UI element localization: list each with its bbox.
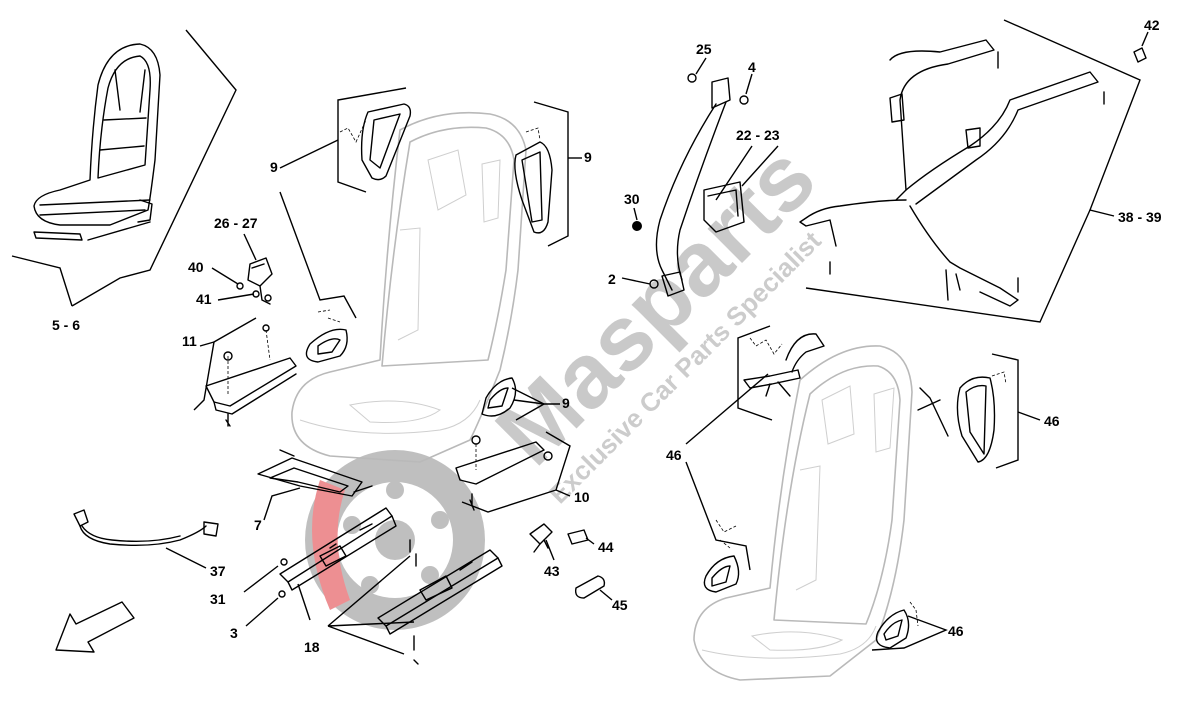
leader-18-d [327, 625, 405, 655]
trim-pad-upper-right [514, 127, 553, 234]
leader-46-left [685, 373, 769, 445]
leader-43 [545, 539, 555, 561]
mounting-bracket-10 [455, 435, 553, 511]
trim-pad-46-right [917, 371, 1007, 463]
callout-25: 25 [696, 41, 712, 57]
bracket-46-right [991, 353, 1019, 469]
leader-18-b [327, 555, 411, 627]
front-direction-arrow [55, 601, 135, 653]
leader-18-a [297, 583, 311, 621]
clip-44 [567, 529, 589, 545]
sleeve-45 [574, 575, 606, 599]
cap-30 [632, 221, 642, 231]
callout-30: 30 [624, 191, 640, 207]
leader-42 [1141, 31, 1149, 47]
callout-9-lower: 9 [562, 395, 570, 411]
key-43 [529, 523, 553, 553]
callout-10: 10 [574, 489, 590, 505]
leader-22-23 [741, 145, 779, 187]
leader-22-23-b [715, 145, 753, 201]
seat-assembly-small [33, 43, 161, 241]
leader-7 [263, 487, 301, 521]
washer-3 [278, 590, 286, 598]
harness-guide-46 [743, 333, 825, 397]
callout-9-right: 9 [584, 149, 592, 165]
bracket-46-bottom [871, 615, 948, 651]
trim-pad-side-left [305, 309, 348, 363]
callout-4: 4 [748, 59, 756, 75]
trim-pad-46-left [703, 519, 740, 593]
bracket-9-right [533, 101, 569, 247]
callout-18: 18 [304, 639, 320, 655]
rail-bolts [409, 539, 419, 665]
leader-4 [745, 73, 753, 95]
leader-2 [621, 277, 651, 285]
leader-18-c [327, 621, 415, 627]
leader-41 [217, 293, 255, 301]
bolt-31 [280, 558, 288, 566]
callout-44: 44 [598, 539, 614, 555]
watermark-brand: Masparts [477, 126, 835, 484]
trim-pad-lower [481, 377, 517, 417]
callout-40: 40 [188, 259, 204, 275]
watermark-logo [305, 450, 485, 630]
leader-9-lower-b [511, 387, 546, 421]
bracket-46-left [685, 461, 751, 571]
callout-9-left: 9 [270, 159, 278, 175]
callout-45: 45 [612, 597, 628, 613]
trim-pad-upper-left [339, 103, 412, 181]
callout-5-6: 5 - 6 [52, 317, 80, 333]
callout-37: 37 [210, 563, 226, 579]
callout-31: 31 [210, 591, 226, 607]
belt-buckle-26-27 [236, 257, 273, 305]
leader-9-left [279, 139, 339, 169]
seat-frame-7 [257, 449, 373, 497]
leader-5-6-b [11, 255, 73, 307]
leader-45 [599, 589, 613, 601]
bracket-9-side [279, 191, 357, 319]
leader-26-27 [243, 233, 257, 261]
callout-26-27: 26 - 27 [214, 215, 258, 231]
leader-31 [243, 565, 279, 593]
leader-37 [165, 547, 207, 569]
callout-3: 3 [230, 625, 238, 641]
bracket-38-39 [1003, 19, 1141, 217]
bracket-38-39-b [805, 209, 1091, 323]
seat-shell-left [291, 111, 527, 463]
seat-shell-right [693, 345, 913, 681]
callout-46-bottom: 46 [948, 623, 964, 639]
callout-41: 41 [196, 291, 212, 307]
trim-pad-46-bottom [875, 601, 919, 649]
callout-43: 43 [544, 563, 560, 579]
leader-10 [555, 489, 571, 497]
leader-40 [211, 267, 239, 285]
leader-25 [695, 57, 707, 75]
leader-30 [633, 207, 638, 221]
callout-42: 42 [1144, 17, 1160, 33]
bracket-9-left [337, 87, 407, 193]
racing-harness-38-39 [799, 39, 1147, 307]
callout-22-23: 22 - 23 [736, 127, 780, 143]
callout-2: 2 [608, 271, 616, 287]
leader-44 [585, 537, 595, 545]
leader-3 [245, 597, 279, 627]
callout-7: 7 [254, 517, 262, 533]
callout-46-right: 46 [1044, 413, 1060, 429]
seat-belt-retractor-22-23 [649, 73, 749, 297]
bracket-11 [193, 317, 257, 411]
callout-11: 11 [182, 333, 197, 349]
mounting-bracket-11 [205, 324, 297, 427]
seat-rail-inner [279, 507, 397, 591]
leader-46-right [1017, 411, 1041, 421]
callout-38-39: 38 - 39 [1118, 209, 1162, 225]
wiring-harness-37 [73, 509, 219, 547]
bracket-46-upper [737, 325, 773, 421]
callout-46-left: 46 [666, 447, 682, 463]
leader-11 [199, 341, 215, 347]
leader-5-6 [71, 29, 237, 307]
